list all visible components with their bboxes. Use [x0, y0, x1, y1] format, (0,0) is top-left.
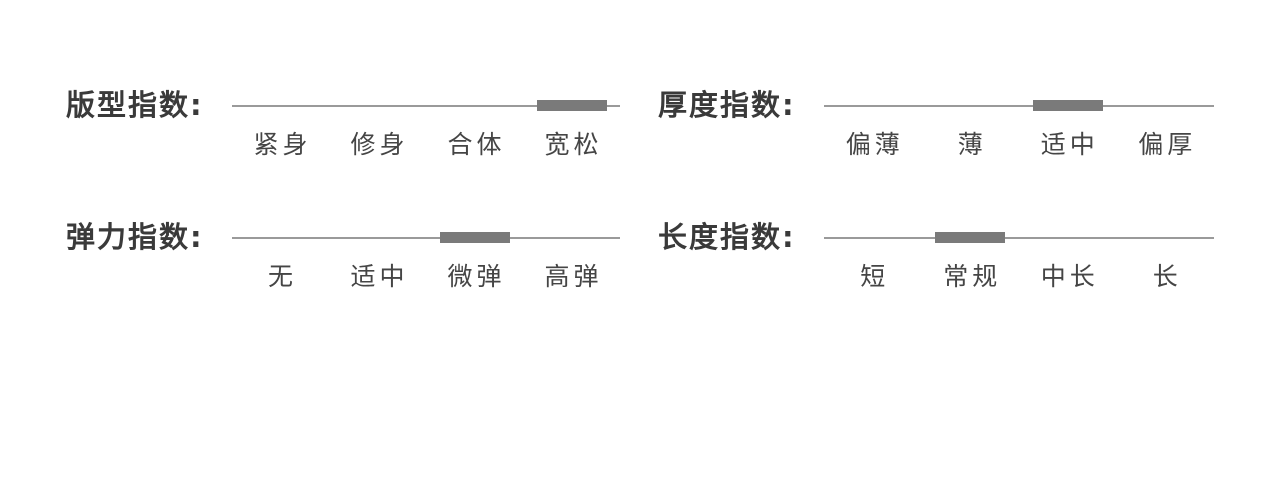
fit-option-loose: 宽松 [544, 130, 603, 159]
elasticity-option-slight: 微弹 [447, 262, 506, 291]
fit-indicator: 版型指数: 紧身 修身 合体 宽松 [66, 86, 626, 176]
length-option-mid-long: 中长 [1040, 262, 1099, 291]
fit-indicator-track [232, 105, 620, 107]
elasticity-indicator-label: 弹力指数: [66, 220, 204, 254]
thickness-indicator-marker [1032, 100, 1103, 111]
fit-option-regular: 合体 [447, 130, 506, 159]
thickness-indicator: 厚度指数: 偏薄 薄 适中 偏厚 [658, 86, 1218, 176]
length-option-short: 短 [860, 262, 890, 291]
length-indicator-label: 长度指数: [658, 220, 796, 254]
fit-indicator-options: 紧身 修身 合体 宽松 [232, 128, 620, 164]
length-option-long: 长 [1152, 262, 1182, 291]
thickness-option-thick: 偏厚 [1138, 130, 1197, 159]
fit-indicator-label: 版型指数: [66, 88, 204, 122]
elasticity-indicator: 弹力指数: 无 适中 微弹 高弹 [66, 218, 626, 308]
thickness-indicator-label: 厚度指数: [658, 88, 796, 122]
elasticity-indicator-marker [439, 232, 510, 243]
length-indicator-options: 短 常规 中长 长 [824, 260, 1214, 296]
elasticity-option-high: 高弹 [544, 262, 603, 291]
fit-option-slim: 修身 [350, 130, 409, 159]
thickness-option-thin: 偏薄 [845, 130, 904, 159]
length-indicator-marker [935, 232, 1006, 243]
thickness-option-light: 薄 [957, 130, 987, 159]
thickness-option-medium: 适中 [1040, 130, 1099, 159]
fit-option-tight: 紧身 [253, 130, 312, 159]
length-option-regular: 常规 [943, 262, 1002, 291]
elasticity-indicator-track [232, 237, 620, 239]
elasticity-option-medium: 适中 [350, 262, 409, 291]
length-indicator-track [824, 237, 1214, 239]
elasticity-option-none: 无 [267, 262, 297, 291]
length-indicator: 长度指数: 短 常规 中长 长 [658, 218, 1218, 308]
thickness-indicator-track [824, 105, 1214, 107]
fit-indicator-marker [536, 100, 607, 111]
thickness-indicator-options: 偏薄 薄 适中 偏厚 [824, 128, 1214, 164]
elasticity-indicator-options: 无 适中 微弹 高弹 [232, 260, 620, 296]
